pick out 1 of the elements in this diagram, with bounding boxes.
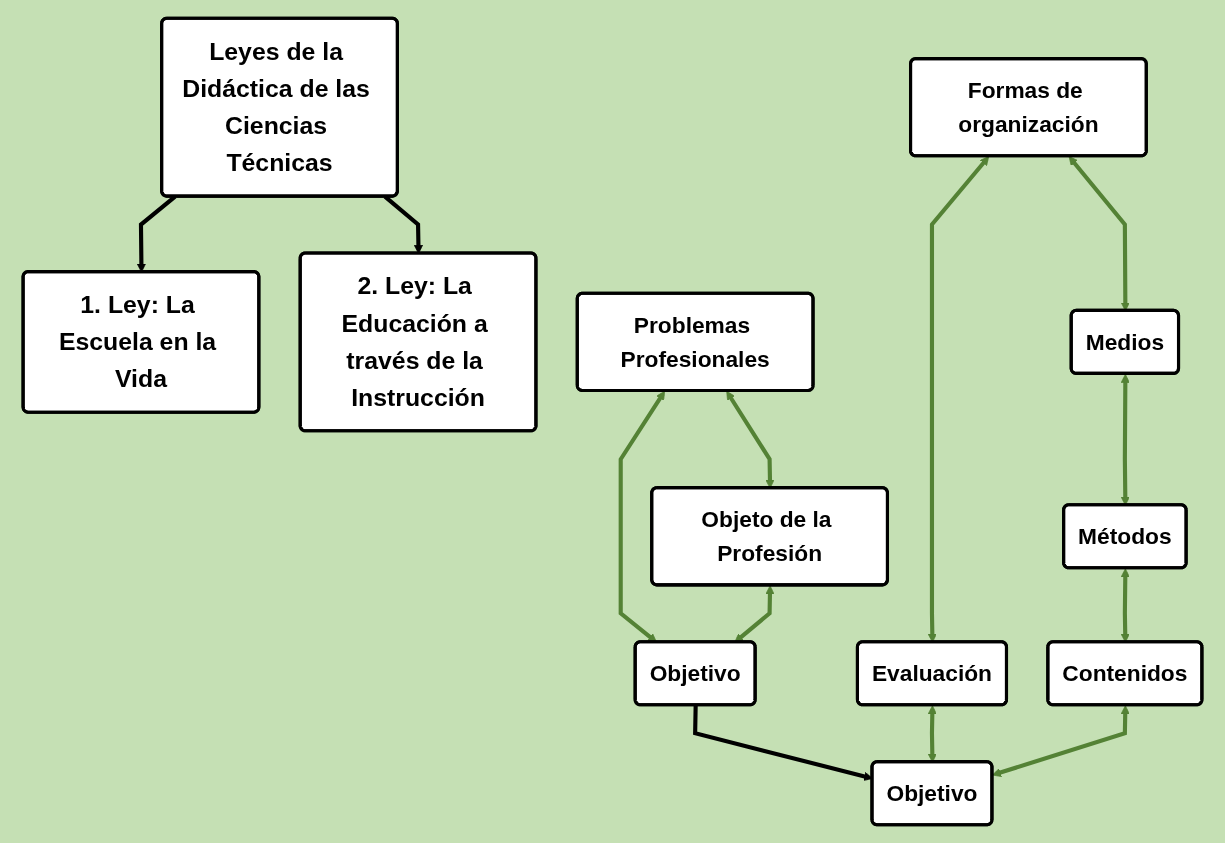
arrow [992,705,1130,777]
